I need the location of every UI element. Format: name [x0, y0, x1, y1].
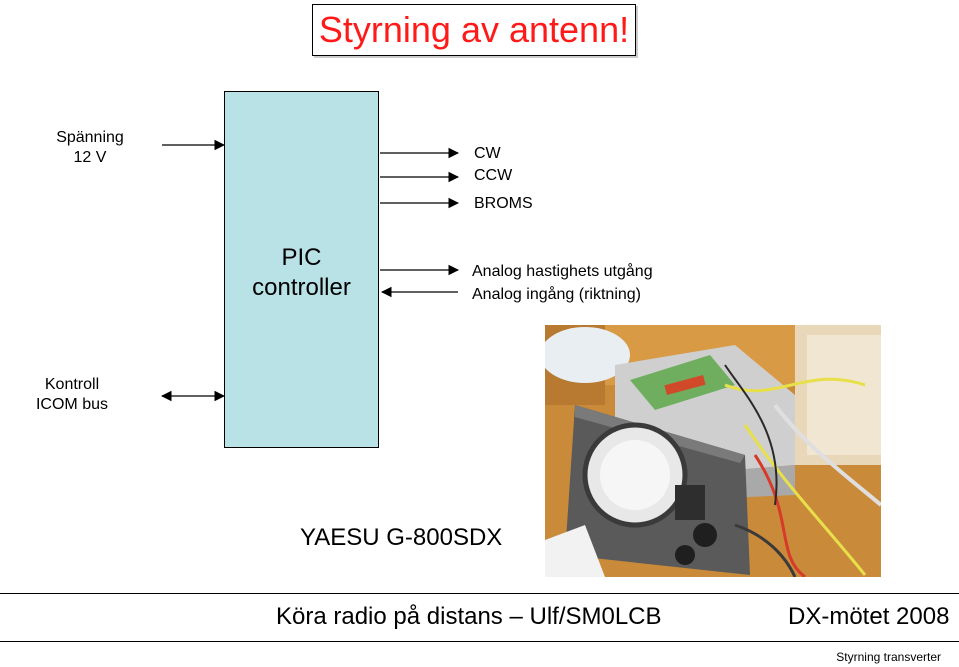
- rotator-photo: [545, 325, 881, 577]
- title-box: Styrning av antenn!: [312, 4, 636, 56]
- pic-label-line2: controller: [252, 274, 351, 301]
- bus-label-line2: ICOM bus: [35, 396, 108, 413]
- analog-in-label: Analog ingång (riktning): [472, 286, 641, 303]
- power-label-line1: Spänning: [56, 129, 124, 146]
- ccw-label: CCW: [474, 167, 513, 184]
- pic-label-line1: PIC: [281, 244, 322, 271]
- power-label: Spänning 12 V: [48, 128, 132, 168]
- footer-center-text: Köra radio på distans – Ulf/SM0LCB: [276, 603, 662, 630]
- bus-label: Kontroll ICOM bus: [28, 375, 116, 415]
- footer-right-text: DX-mötet 2008: [788, 603, 950, 630]
- cw-label: CW: [474, 145, 501, 162]
- footer-small-text: Styrning transverter: [836, 650, 941, 664]
- photo-caption: YAESU G-800SDX: [300, 524, 503, 551]
- pic-controller-block: [224, 91, 379, 448]
- broms-label: BROMS: [474, 195, 533, 212]
- slide-title: Styrning av antenn!: [318, 9, 630, 50]
- bus-label-line1: Kontroll: [44, 376, 100, 393]
- pic-controller-label: PIC controller: [224, 243, 379, 303]
- footer-rule-bottom: [0, 641, 959, 642]
- analog-out-label: Analog hastighets utgång: [472, 263, 653, 280]
- footer-rule-top: [0, 593, 959, 594]
- power-label-line2: 12 V: [73, 149, 107, 166]
